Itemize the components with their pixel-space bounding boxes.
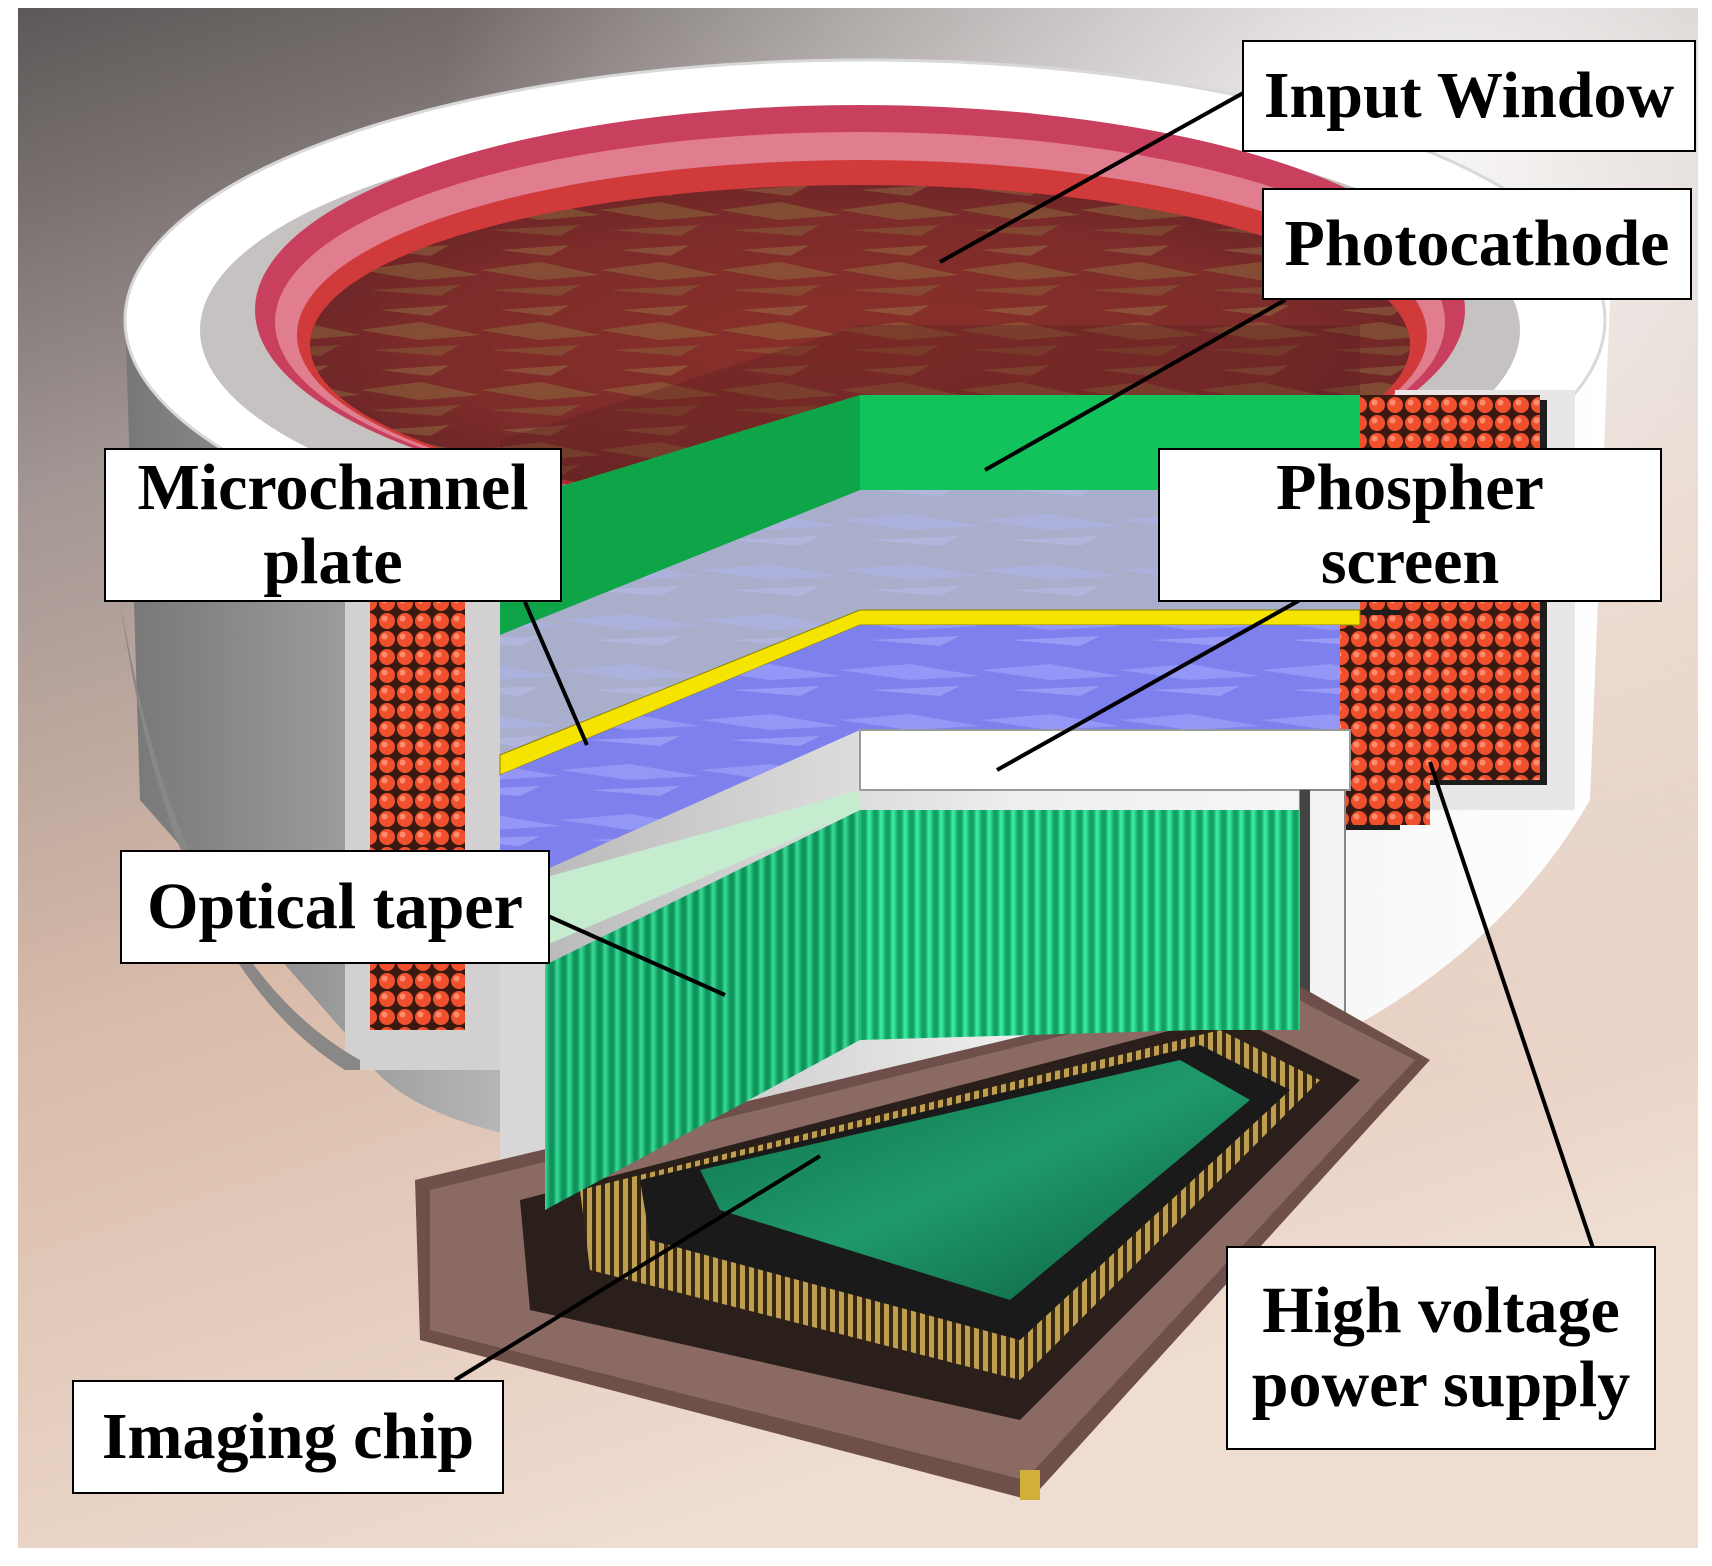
chip-package [415, 975, 1430, 1500]
label-microchannel-plate: Microchannel plate [104, 448, 562, 602]
label-input-window-text: Input Window [1263, 59, 1675, 133]
label-microchannel-plate-line1: Microchannel [137, 451, 529, 525]
housing-inner-wall [500, 950, 545, 1210]
label-phospher-screen-line2: screen [1320, 525, 1500, 598]
label-phospher-screen: Phospher screen [1158, 448, 1662, 602]
label-phospher-screen-line1: Phospher [1276, 451, 1544, 525]
label-high-voltage-power-supply: High voltage power supply [1226, 1246, 1656, 1450]
leader-high-voltage-power-supply [1428, 761, 1595, 1249]
label-imaging-chip: Imaging chip [72, 1380, 504, 1494]
leader-optical-taper [547, 914, 726, 997]
leader-input-window [939, 90, 1246, 264]
leader-microchannel-plate [523, 601, 589, 746]
label-photocathode: Photocathode [1262, 188, 1692, 300]
leader-lines [453, 90, 1595, 1382]
layer-stack [499, 325, 1361, 1026]
leader-imaging-chip [453, 1154, 822, 1382]
label-high-voltage-line2: power supply [1251, 1348, 1631, 1421]
label-microchannel-plate-line2: plate [263, 525, 403, 598]
label-input-window: Input Window [1242, 40, 1696, 152]
leader-photocathode [984, 298, 1286, 472]
label-high-voltage-line1: High voltage [1262, 1274, 1620, 1348]
optical-taper-fibers [545, 810, 1300, 1210]
label-optical-taper-text: Optical taper [147, 870, 523, 944]
label-imaging-chip-text: Imaging chip [101, 1400, 475, 1474]
label-photocathode-text: Photocathode [1284, 207, 1670, 281]
leader-phospher-screen [996, 598, 1301, 772]
label-optical-taper: Optical taper [120, 850, 550, 964]
